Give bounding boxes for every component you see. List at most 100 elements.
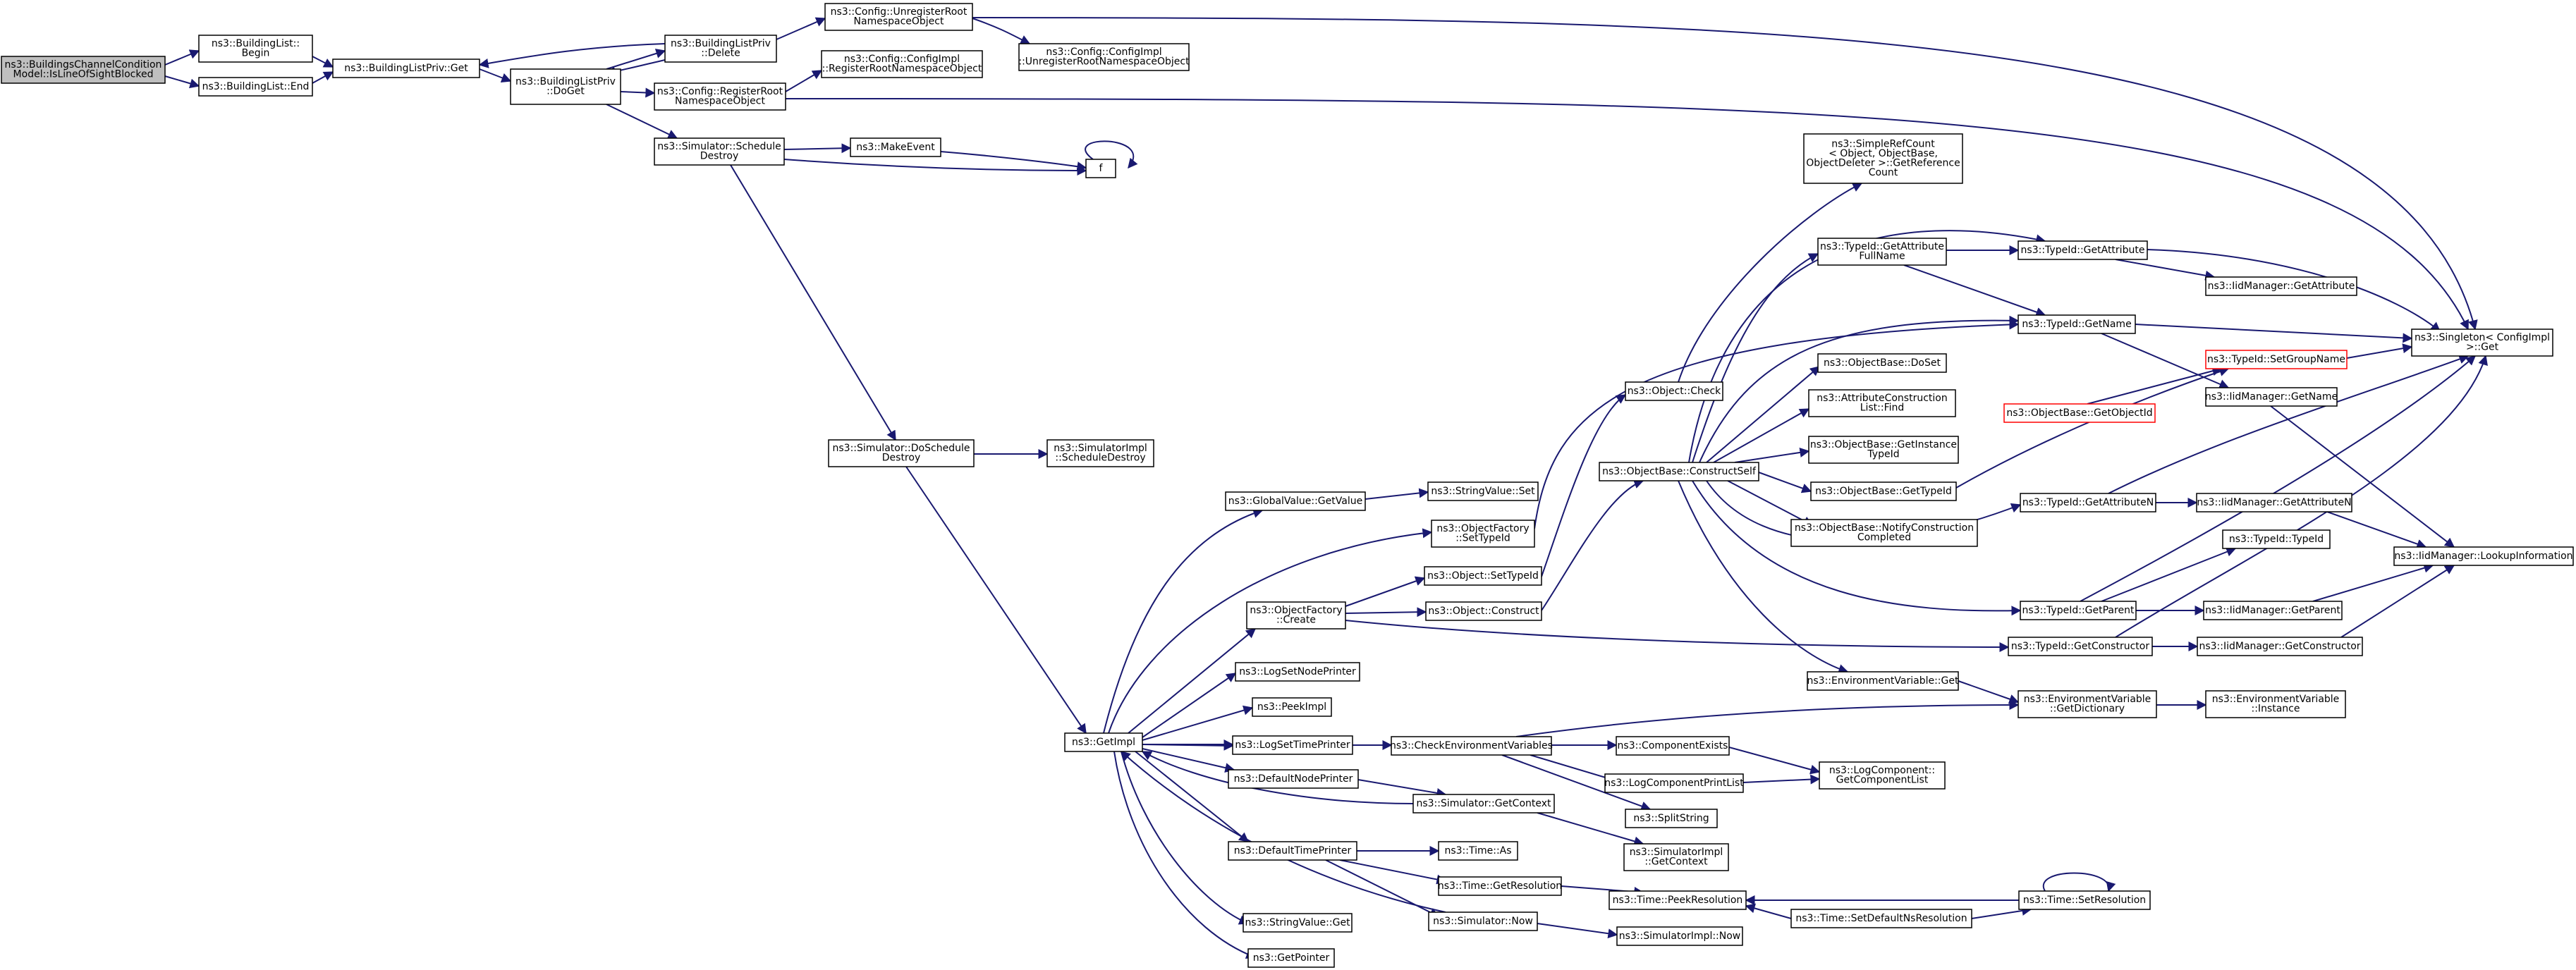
node-stringvalueget[interactable]: ns3::StringValue::Get xyxy=(1243,913,1353,933)
node-logsetnode[interactable]: ns3::LogSetNodePrinter xyxy=(1235,662,1360,682)
node-envdict[interactable]: ns3::EnvironmentVariable::GetDictionary xyxy=(2018,690,2157,718)
node-getimpl[interactable]: ns3::GetImpl xyxy=(1064,732,1143,752)
node-envinst[interactable]: ns3::EnvironmentVariable::Instance xyxy=(2205,690,2346,718)
node-simnow[interactable]: ns3::Simulator::Now xyxy=(1428,911,1538,931)
node-label: ns3::ObjectBase::NotifyConstruction xyxy=(1795,522,1974,534)
node-simimplnow[interactable]: ns3::SimulatorImpl::Now xyxy=(1616,926,1743,946)
node-label: ns3::Time::SetDefaultNsResolution xyxy=(1795,913,1967,924)
node-objsettypeid[interactable]: ns3::Object::SetTypeId xyxy=(1424,566,1542,586)
node-defnodeprinter[interactable]: ns3::DefaultNodePrinter xyxy=(1228,769,1359,789)
node-objcheck[interactable]: ns3::Object::Check xyxy=(1625,381,1723,401)
node-label: Count xyxy=(1869,167,1898,178)
node-label: ns3::ObjectBase::ConstructSelf xyxy=(1602,466,1757,477)
node-label: ns3::IidManager::GetAttribute xyxy=(2208,281,2355,292)
node-obgetobjectid[interactable]: ns3::ObjectBase::GetObjectId xyxy=(2003,403,2156,423)
node-singleton[interactable]: ns3::Singleton< ConfigImpl>::Get xyxy=(2411,329,2553,357)
node-label: ns3::DefaultTimePrinter xyxy=(1234,845,1352,857)
node-label: ns3::LogComponentPrintList xyxy=(1604,778,1744,789)
node-f[interactable]: f xyxy=(1085,159,1116,178)
node-blpdel[interactable]: ns3::BuildingListPriv::Delete xyxy=(664,35,777,63)
edge-blpdoget-to-blpdel xyxy=(606,49,666,70)
node-label: ns3::SimpleRefCount xyxy=(1831,139,1935,150)
node-tidgetname[interactable]: ns3::TypeId::GetName xyxy=(2018,314,2136,334)
node-blbegin[interactable]: ns3::BuildingList::Begin xyxy=(198,35,313,63)
node-box xyxy=(1064,732,1143,752)
node-cfgimplreg[interactable]: ns3::Config::ConfigImpl::RegisterRootNam… xyxy=(821,50,983,78)
node-label: ns3::TypeId::TypeId xyxy=(2229,534,2324,545)
node-label: ns3::DefaultNodePrinter xyxy=(1234,773,1353,785)
node-cfgunreg[interactable]: ns3::Config::UnregisterRootNamespaceObje… xyxy=(824,3,973,31)
node-blend[interactable]: ns3::BuildingList::End xyxy=(198,77,313,97)
node-logsettime[interactable]: ns3::LogSetTimePrinter xyxy=(1232,735,1353,755)
node-cfgimplunreg[interactable]: ns3::Config::ConfigImpl::UnregisterRootN… xyxy=(1018,43,1190,71)
node-ofcreate[interactable]: ns3::ObjectFactory::Create xyxy=(1246,601,1346,630)
node-tidtypeid[interactable]: ns3::TypeId::TypeId xyxy=(2222,529,2331,549)
node-timegetres[interactable]: ns3::Time::GetResolution xyxy=(1438,876,1562,896)
node-logcomplist[interactable]: ns3::LogComponent::GetComponentList xyxy=(1819,761,1946,790)
node-iidgetname[interactable]: ns3::IidManager::GetName xyxy=(2205,387,2338,407)
node-blpdoget[interactable]: ns3::BuildingListPriv::DoGet xyxy=(510,68,621,105)
node-splitstring[interactable]: ns3::SplitString xyxy=(1625,809,1718,828)
node-label: ::Instance xyxy=(2252,704,2300,715)
node-label: f xyxy=(1099,163,1104,174)
node-label: ::UnregisterRootNamespaceObject xyxy=(1018,56,1190,68)
node-obgettid[interactable]: ns3::ObjectBase::GetTypeId xyxy=(1810,481,1957,501)
node-label: ::GetContext xyxy=(1644,857,1708,868)
node-stringvalueset[interactable]: ns3::StringValue::Set xyxy=(1427,481,1539,501)
node-constructself[interactable]: ns3::ObjectBase::ConstructSelf xyxy=(1599,462,1759,481)
node-cfgreg[interactable]: ns3::Config::RegisterRootNamespaceObject xyxy=(654,82,786,111)
node-simimplgetctx[interactable]: ns3::SimulatorImpl::GetContext xyxy=(1623,843,1729,871)
node-simplerefcount[interactable]: ns3::SimpleRefCount< Object, ObjectBase,… xyxy=(1803,133,1963,184)
node-deftimeprinter[interactable]: ns3::DefaultTimePrinter xyxy=(1228,841,1357,861)
node-box xyxy=(1625,809,1718,828)
edge-tidgetattrn-to-singleton xyxy=(2108,354,2470,494)
node-makeevent[interactable]: ns3::MakeEvent xyxy=(850,137,941,157)
node-simimplsched[interactable]: ns3::SimulatorImpl::ScheduleDestroy xyxy=(1046,439,1154,467)
node-checkenv[interactable]: ns3::CheckEnvironmentVariables xyxy=(1390,736,1553,756)
node-iidlookup[interactable]: ns3::IidManager::LookupInformation xyxy=(2393,546,2574,566)
node-tidgetconstr[interactable]: ns3::TypeId::GetConstructor xyxy=(2008,637,2153,656)
node-timesetdefns[interactable]: ns3::Time::SetDefaultNsResolution xyxy=(1790,909,1972,928)
node-tidgetattr[interactable]: ns3::TypeId::GetAttribute xyxy=(2018,240,2148,260)
node-timepeekres[interactable]: ns3::Time::PeekResolution xyxy=(1609,890,1747,910)
node-obdoset[interactable]: ns3::ObjectBase::DoSet xyxy=(1817,353,1947,373)
node-peekimpl[interactable]: ns3::PeekImpl xyxy=(1252,697,1332,717)
node-logcompprint[interactable]: ns3::LogComponentPrintList xyxy=(1604,773,1744,793)
node-gvgetvalue[interactable]: ns3::GlobalValue::GetValue xyxy=(1225,491,1366,511)
node-simgetctx[interactable]: ns3::Simulator::GetContext xyxy=(1412,794,1555,814)
node-getpointer[interactable]: ns3::GetPointer xyxy=(1247,948,1335,968)
node-iidgetparent[interactable]: ns3::IidManager::GetParent xyxy=(2203,601,2343,620)
node-tidgetparent[interactable]: ns3::TypeId::GetParent xyxy=(2020,601,2137,620)
node-label: ns3::Config::UnregisterRoot xyxy=(831,6,967,18)
edge-envget-to-envdict xyxy=(1958,680,2020,704)
node-timeas[interactable]: ns3::Time::As xyxy=(1438,841,1518,861)
node-tidgetattrn[interactable]: ns3::TypeId::GetAttributeN xyxy=(2020,493,2156,512)
edge-cfgreg-to-cfgimplreg xyxy=(785,70,823,92)
node-label: ns3::SplitString xyxy=(1633,813,1709,824)
edge-tidgetname-to-iidgetname xyxy=(2101,333,2230,389)
node-obnotify[interactable]: ns3::ObjectBase::NotifyConstructionCompl… xyxy=(1790,519,1978,547)
edge-makeevent-to-f xyxy=(940,151,1087,172)
node-label: ns3::PeekImpl xyxy=(1257,701,1326,713)
node-timesetres[interactable]: ns3::Time::SetResolution xyxy=(2018,890,2151,910)
node-label: ns3::GetImpl xyxy=(1072,737,1135,748)
node-blpget[interactable]: ns3::BuildingListPriv::Get xyxy=(332,59,480,78)
node-envget[interactable]: ns3::EnvironmentVariable::Get xyxy=(1807,671,1959,691)
node-box xyxy=(2205,276,2357,296)
node-simsched[interactable]: ns3::Simulator::ScheduleDestroy xyxy=(654,137,785,166)
node-iidgetattrn[interactable]: ns3::IidManager::GetAttributeN xyxy=(2196,493,2352,512)
edge-root-to-blend xyxy=(164,75,200,89)
node-label: ns3::BuildingListPriv xyxy=(515,76,616,87)
node-ofsettypeid[interactable]: ns3::ObjectFactory::SetTypeId xyxy=(1431,520,1535,548)
node-iidgetattr[interactable]: ns3::IidManager::GetAttribute xyxy=(2205,276,2357,296)
node-objconstruct[interactable]: ns3::Object::Construct xyxy=(1425,601,1542,621)
edge-gvgetvalue-to-stringvalueset xyxy=(1365,488,1429,500)
node-tidsetgroup[interactable]: ns3::TypeId::SetGroupName xyxy=(2205,350,2348,369)
node-iidgetconstr[interactable]: ns3::IidManager::GetConstructor xyxy=(2197,637,2363,656)
node-compexists[interactable]: ns3::ComponentExists xyxy=(1616,736,1730,756)
node-box xyxy=(1228,769,1359,789)
